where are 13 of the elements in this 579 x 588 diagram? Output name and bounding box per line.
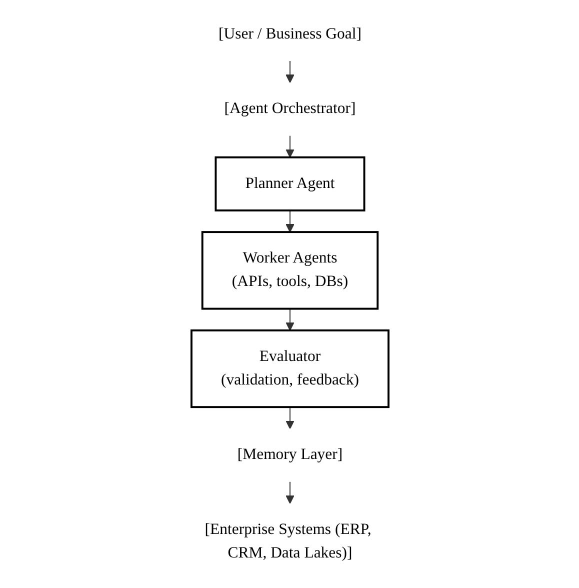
arrow	[285, 481, 294, 504]
arrow	[285, 406, 294, 430]
node-text: [User / Business Goal]	[218, 26, 361, 42]
node-text: [Agent Orchestrator]	[224, 100, 356, 118]
arrow	[285, 308, 294, 331]
arrow	[285, 60, 294, 83]
node-box: Planner Agent	[214, 156, 365, 212]
node-text: [Enterprise Systems (ERP, CRM, Data Lakes)]	[204, 521, 371, 562]
arrow	[285, 210, 294, 232]
arrow	[285, 135, 294, 158]
node-box: Evaluator (validation, feedback)	[190, 329, 389, 408]
node-text: [Memory Layer]	[236, 446, 342, 464]
node-box: Worker Agents (APIs, tools, DBs)	[200, 231, 378, 310]
